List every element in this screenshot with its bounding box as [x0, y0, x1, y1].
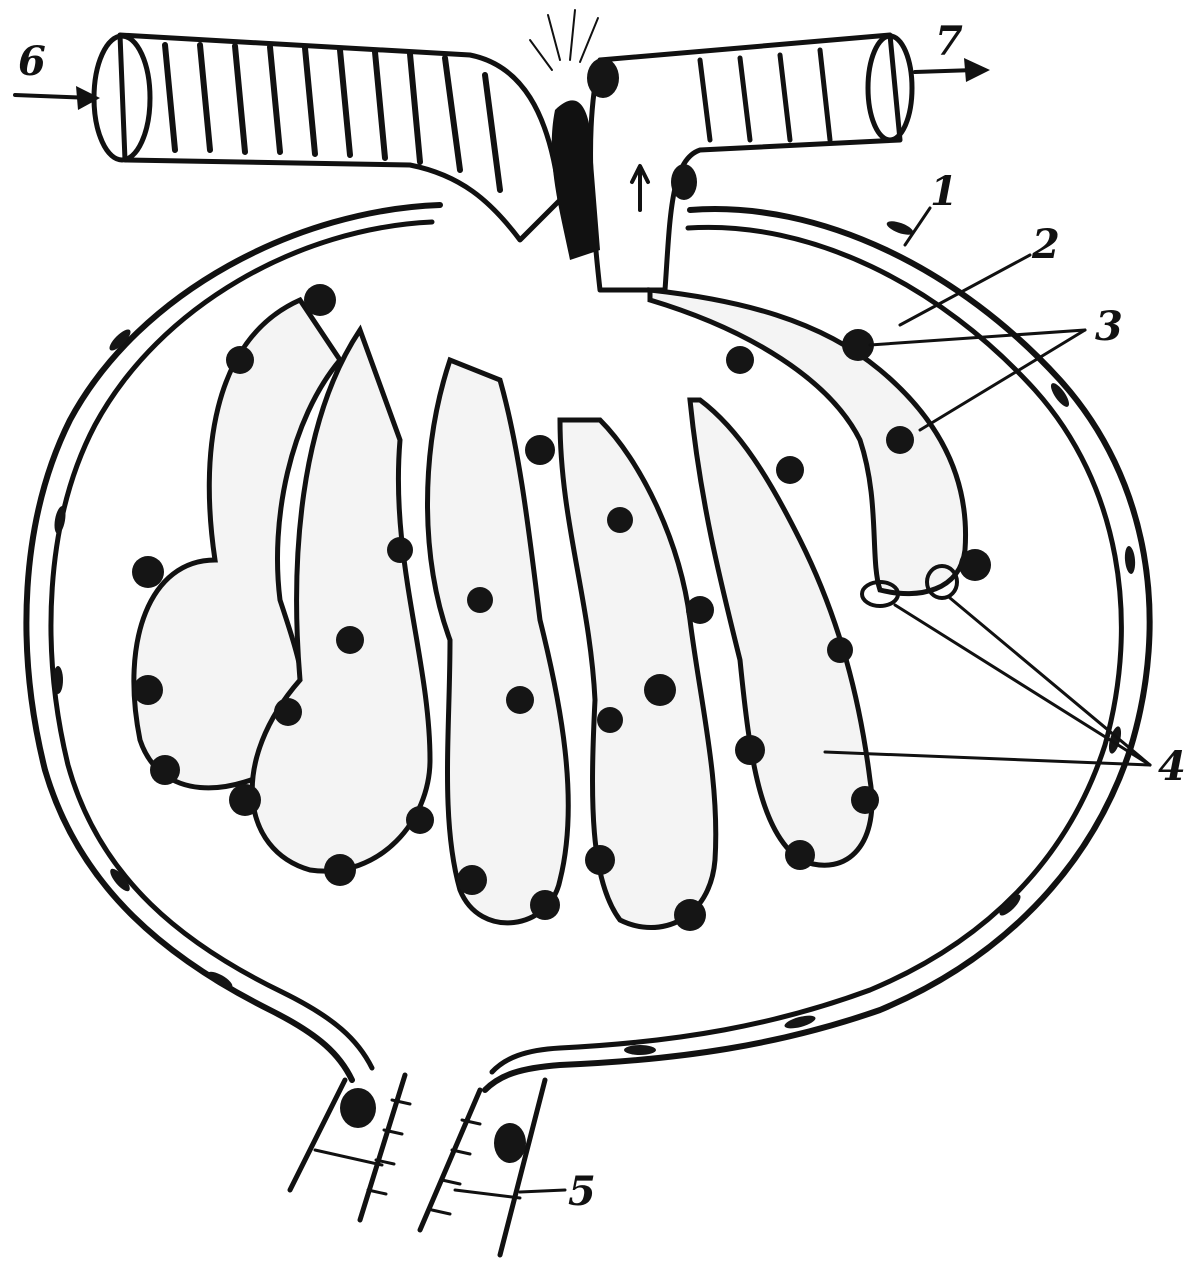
label-2: 2	[1031, 221, 1060, 268]
label-1: 1	[930, 168, 958, 215]
afferent-arteriole	[94, 35, 560, 240]
label-3: 3	[1095, 303, 1123, 350]
capillary-tuft	[132, 284, 991, 931]
label-5: 5	[568, 1168, 596, 1215]
efferent-arteriole	[587, 35, 912, 290]
brush-border	[368, 1100, 480, 1214]
label-6: 6	[18, 38, 46, 85]
afferent-flow-arrow	[15, 86, 100, 110]
proximal-tubule	[290, 1075, 545, 1255]
label-7: 7	[935, 18, 963, 65]
label-4: 4	[1158, 743, 1186, 790]
